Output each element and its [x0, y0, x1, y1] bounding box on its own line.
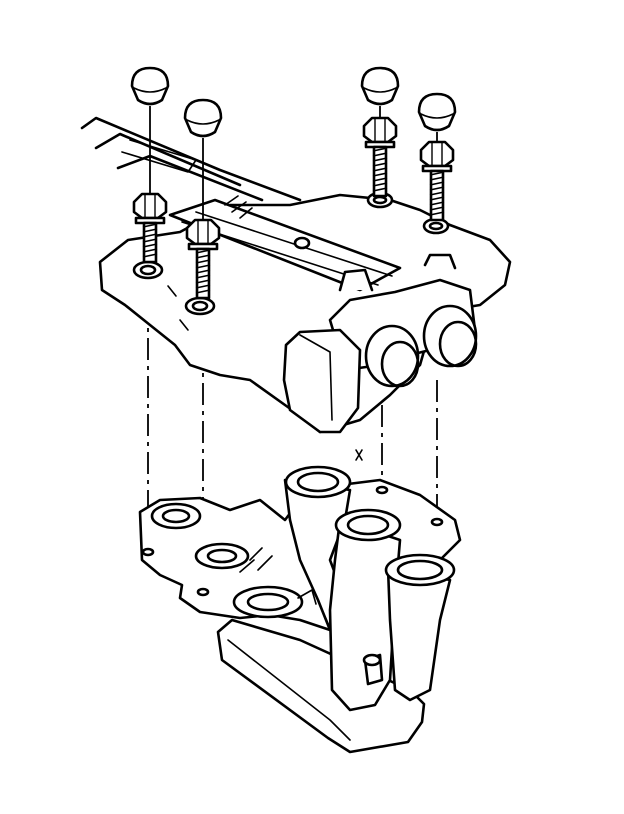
flange-hole-2 — [196, 587, 210, 597]
flange-boss-3 — [232, 585, 304, 619]
base-foot-edge — [227, 639, 351, 741]
flange-hole-4 — [430, 517, 444, 527]
bolt-hex-head — [362, 116, 398, 144]
flange-hole-3 — [375, 485, 389, 495]
tube-mouth-left — [284, 465, 352, 499]
flange-boss-1 — [150, 502, 202, 530]
bolt-cap — [130, 66, 170, 106]
harness-strand-1 — [80, 116, 302, 202]
bracket-loop-1 — [338, 268, 374, 292]
reference-mark — [355, 449, 363, 461]
tube-mouth-center — [334, 508, 402, 542]
fastener-group — [130, 66, 457, 300]
tube-mouth-right — [384, 553, 456, 587]
bolt-4 — [417, 92, 457, 222]
housing-rivet — [293, 236, 311, 250]
bolt-cap — [183, 98, 223, 138]
bolt-hex-head — [132, 192, 168, 220]
bracket-loop-2 — [423, 253, 457, 270]
bolt-cap — [417, 92, 457, 132]
tube-right — [386, 566, 452, 702]
bolt-2 — [183, 98, 223, 300]
lower-base-bracket — [138, 449, 462, 754]
round-port-left — [364, 324, 420, 388]
bolt-cap — [360, 66, 400, 106]
flange-boss-2 — [194, 542, 250, 570]
housing-hole-2 — [184, 296, 216, 316]
housing-hole-1 — [132, 260, 164, 280]
bolt-hex-head — [185, 218, 221, 246]
bolt-3 — [360, 66, 400, 198]
base-foot-plate — [216, 618, 426, 754]
bolt-hex-head — [419, 140, 455, 168]
bolt-1 — [130, 66, 170, 264]
plug-body — [282, 328, 362, 434]
harness-strand-2 — [94, 132, 242, 187]
flange-hole-1 — [141, 547, 155, 557]
round-port-right — [422, 304, 478, 368]
